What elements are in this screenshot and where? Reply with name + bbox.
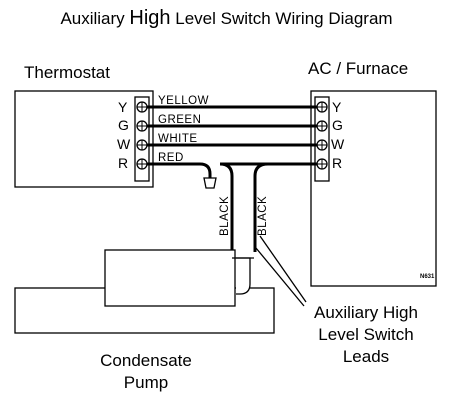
title-suffix: Level Switch Wiring Diagram — [170, 9, 393, 28]
thermostat-terminal-y: Y — [118, 99, 128, 115]
callout-line-3: Leads — [342, 347, 390, 366]
callout-leader-1 — [255, 247, 305, 307]
furnace-screw-y — [316, 101, 328, 113]
red-wire-label: RED — [158, 152, 184, 164]
furnace-part-number: N631 — [420, 274, 435, 280]
furnace-terminal-y: Y — [332, 99, 342, 115]
thermostat-screw-g — [136, 120, 148, 132]
switch-leads-callout: Auxiliary High Level Switch Leads — [296, 302, 436, 368]
diagram-title: Auxiliary High Level Switch Wiring Diagr… — [0, 8, 453, 28]
thermostat-terminal-r: R — [118, 155, 128, 171]
black-lead-right-label: BLACK — [257, 196, 269, 236]
furnace-terminal-g: G — [332, 117, 343, 133]
pump-elbow — [236, 257, 251, 295]
white-wire-label: WHITE — [158, 133, 198, 145]
furnace-terminal-w: W — [331, 136, 345, 152]
yellow-wire-label: YELLOW — [158, 95, 209, 107]
thermostat-screw-y — [136, 101, 148, 113]
furnace-screw-g — [316, 120, 328, 132]
callout-line-1: Auxiliary High — [314, 303, 418, 322]
furnace-screw-w — [316, 139, 328, 151]
thermostat-terminal-g: G — [118, 117, 129, 133]
wire-nut — [203, 177, 217, 189]
pump-label: Condensate Pump — [86, 350, 206, 394]
title-prefix: Auxiliary — [60, 9, 130, 28]
furnace-label: AC / Furnace — [308, 59, 409, 78]
black-lead-right — [253, 162, 269, 252]
thermostat-screw-w — [136, 139, 148, 151]
furnace-terminal-r: R — [332, 155, 342, 171]
callout-line-2: Level Switch — [318, 325, 414, 344]
thermostat-screw-r — [136, 158, 148, 170]
furnace-screw-r — [316, 158, 328, 170]
black-lead-left — [219, 162, 234, 265]
black-lead-left-label: BLACK — [219, 196, 231, 236]
pump-label-line-1: Condensate — [100, 351, 192, 370]
furnace-box — [310, 90, 437, 287]
callout-leader-2 — [259, 235, 307, 303]
pump-label-line-2: Pump — [123, 373, 169, 392]
title-emphasis: High — [129, 7, 171, 29]
thermostat-box — [14, 90, 154, 188]
pump-housing — [104, 249, 236, 307]
thermostat-label: Thermostat — [24, 63, 110, 82]
thermostat-terminal-w: W — [117, 136, 131, 152]
red-wire-thermostat — [147, 162, 212, 178]
green-wire-label: GREEN — [158, 114, 201, 126]
